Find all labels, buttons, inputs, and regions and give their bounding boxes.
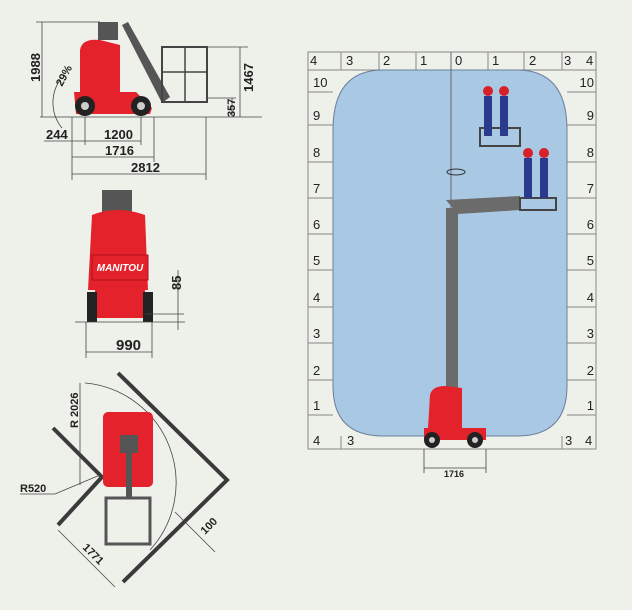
grid-right-label: 7 bbox=[587, 181, 594, 196]
outer-wall bbox=[116, 371, 230, 584]
grid-top-label: 4 bbox=[310, 53, 317, 68]
grid-top-label: 2 bbox=[529, 53, 536, 68]
dim-platform-height: 1467 bbox=[241, 63, 256, 92]
dim-width: 990 bbox=[116, 337, 141, 354]
grid-left-label: 6 bbox=[313, 217, 320, 232]
grid-left-label: 9 bbox=[313, 108, 320, 123]
side-view: 1988 29% 1467 357 244 1200 1716 2812 bbox=[28, 21, 262, 180]
grid-right-label: 3 bbox=[587, 326, 594, 341]
mast-head bbox=[98, 22, 118, 40]
grid-top-label: 1 bbox=[492, 53, 499, 68]
dim-length: 1716 bbox=[105, 143, 134, 158]
reach-grid-frame bbox=[307, 51, 597, 450]
brand-logo: MANITOU bbox=[97, 263, 144, 274]
grid-right-label: 6 bbox=[587, 217, 594, 232]
dim-aisle-width: 1771 bbox=[80, 542, 106, 568]
top-view: R 2026 R520 1771 100 bbox=[20, 371, 230, 588]
raised-basket bbox=[519, 197, 557, 211]
dim-outer-radius: R 2026 bbox=[69, 393, 81, 428]
grid-right-label: 10 bbox=[580, 75, 594, 90]
jib-arm bbox=[446, 196, 520, 214]
machine-body bbox=[80, 39, 120, 92]
turning-arc bbox=[84, 382, 177, 551]
dim-platform-floor: 357 bbox=[226, 99, 238, 117]
grid-bottom-left-label: 4 bbox=[313, 433, 320, 448]
dim-base-width: 1716 bbox=[444, 469, 464, 479]
dim-angle: 29% bbox=[54, 63, 75, 88]
grid-top-label: 2 bbox=[383, 53, 390, 68]
grid-left-label: 2 bbox=[313, 363, 320, 378]
grid-top-label: 0 bbox=[455, 53, 462, 68]
grid-bottom-right-label: 3 bbox=[565, 433, 572, 448]
dim-length-total: 2812 bbox=[131, 160, 160, 175]
dim-clearance: 100 bbox=[199, 516, 220, 537]
grid-right-label: 1 bbox=[587, 398, 594, 413]
rotation-icon bbox=[446, 168, 466, 176]
grid-top-label: 4 bbox=[586, 53, 593, 68]
machine-base bbox=[428, 386, 462, 428]
boom-arm bbox=[122, 22, 170, 103]
grid-left-label: 1 bbox=[313, 398, 320, 413]
grid-top-label: 1 bbox=[420, 53, 427, 68]
grid-bottom-right-label: 4 bbox=[585, 433, 592, 448]
dim-ground-clearance: 85 bbox=[169, 276, 184, 290]
right-wheel bbox=[143, 292, 153, 322]
grid-left-label: 7 bbox=[313, 181, 320, 196]
grid-right-label: 4 bbox=[587, 290, 594, 305]
dim-height-total: 1988 bbox=[28, 53, 43, 82]
telescopic-mast bbox=[446, 208, 458, 393]
basket-top bbox=[104, 496, 152, 546]
front-view: MANITOU 85 990 bbox=[75, 190, 185, 358]
grid-right-label: 9 bbox=[587, 108, 594, 123]
dim-inner-radius: R520 bbox=[20, 483, 46, 495]
workers bbox=[483, 86, 549, 198]
grid-bottom-left-label: 3 bbox=[347, 433, 354, 448]
grid-left-label: 10 bbox=[313, 75, 327, 90]
grid-left-label: 3 bbox=[313, 326, 320, 341]
grid-right-label: 8 bbox=[587, 145, 594, 160]
left-wheel bbox=[87, 292, 97, 322]
grid-left-label: 5 bbox=[313, 253, 320, 268]
grid-left-label: 8 bbox=[313, 145, 320, 160]
grid-right-label: 5 bbox=[587, 253, 594, 268]
control-box bbox=[102, 190, 132, 212]
grid-left-label: 4 bbox=[313, 290, 320, 305]
grid-top-label: 3 bbox=[564, 53, 571, 68]
grid-top-label: 3 bbox=[346, 53, 353, 68]
dim-wheelbase: 1200 bbox=[104, 127, 133, 142]
grid-right-label: 2 bbox=[587, 363, 594, 378]
inner-wall bbox=[51, 426, 105, 527]
dim-front-overhang: 244 bbox=[46, 127, 68, 142]
